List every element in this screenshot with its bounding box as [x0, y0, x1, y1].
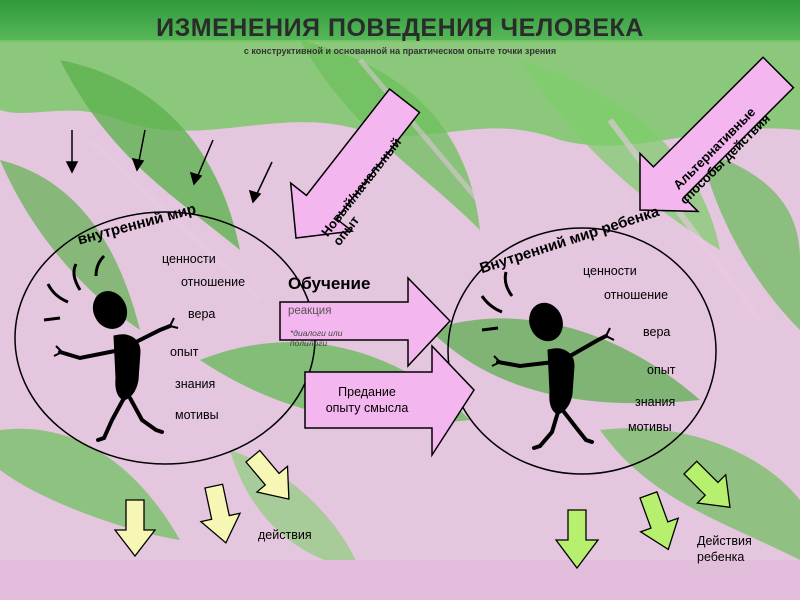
actions-arrows-left — [113, 449, 290, 558]
left-item-motives: мотивы — [175, 408, 219, 422]
left-item-values: ценности — [162, 252, 216, 266]
meaning-line1: Предание — [338, 385, 396, 399]
right-item-attitude: отношение — [604, 288, 669, 302]
page-subtitle: с конструктивной и основанной на практич… — [243, 46, 557, 56]
page-title: ИЗМЕНЕНИЯ ПОВЕДЕНИЯ ЧЕЛОВЕКА — [156, 14, 644, 42]
learning-label: Обучение — [288, 274, 371, 293]
right-item-experience: опыт — [647, 363, 676, 377]
right-circle — [447, 227, 717, 475]
right-person-figure — [480, 271, 615, 450]
child-actions-line1: Действия — [697, 534, 752, 548]
child-actions-arrows — [554, 460, 731, 570]
meaning-label: Предание опыту смысла — [312, 384, 422, 416]
reaction-label: реакция — [288, 305, 332, 317]
left-person-figure — [43, 254, 179, 442]
actions-label: действия — [258, 528, 312, 542]
meaning-arrow — [304, 344, 475, 458]
new-experience-arrow — [289, 87, 421, 239]
left-item-belief: вера — [188, 307, 216, 321]
dialogs-line2: полилоги — [290, 338, 328, 348]
learning-arrow — [279, 276, 452, 368]
right-item-knowledge: знания — [635, 395, 676, 409]
dialogs-line1: *диалоги или — [290, 328, 343, 338]
incoming-arrows — [65, 129, 273, 204]
right-item-values: ценности — [583, 264, 637, 278]
right-item-belief: вера — [643, 325, 671, 339]
dialogs-label: *диалоги или полилоги — [290, 328, 342, 348]
left-item-knowledge: знания — [175, 377, 216, 391]
child-actions-label: Действия ребенка — [697, 533, 752, 565]
left-item-experience: опыт — [170, 345, 199, 359]
child-actions-line2: ребенка — [697, 550, 745, 564]
right-item-motives: мотивы — [628, 420, 672, 434]
left-circle — [14, 211, 316, 465]
meaning-line2: опыту смысла — [325, 401, 409, 415]
alternative-actions-arrow — [639, 56, 795, 213]
left-item-attitude: отношение — [181, 275, 246, 289]
